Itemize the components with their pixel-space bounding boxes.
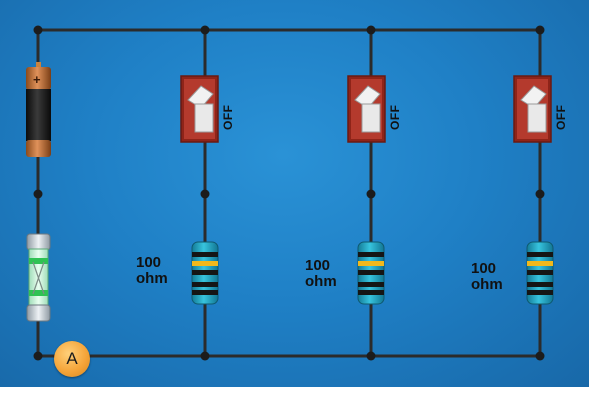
switch-1-state-label: OFF <box>221 104 235 131</box>
resistor-3-label: 100 ohm <box>471 261 503 293</box>
junction-nodes <box>33 25 545 361</box>
battery-plus-label: + <box>33 72 41 87</box>
resistor-1-label: 100 ohm <box>136 255 168 287</box>
switch-3-state-label: OFF <box>554 104 568 131</box>
switch-2[interactable] <box>347 75 386 143</box>
resistor-1-unit: ohm <box>136 270 168 287</box>
resistor-2-value: 100 <box>305 257 331 274</box>
resistor-2-unit: ohm <box>305 273 337 290</box>
switch-1[interactable] <box>180 75 219 143</box>
resistor-1[interactable] <box>191 241 219 305</box>
resistor-3-unit: ohm <box>471 276 503 293</box>
switch-2-state-label: OFF <box>388 104 402 131</box>
resistor-2-label: 100 ohm <box>305 258 337 290</box>
resistor-3[interactable] <box>526 241 554 305</box>
wires <box>36 28 542 358</box>
switch-3[interactable] <box>513 75 552 143</box>
resistor-2[interactable] <box>357 241 385 305</box>
fuse[interactable] <box>26 233 51 322</box>
resistor-3-value: 100 <box>471 260 497 277</box>
ammeter[interactable]: A <box>54 341 90 377</box>
board-bottom-strip <box>0 387 589 393</box>
battery[interactable] <box>26 62 51 157</box>
resistor-1-value: 100 <box>136 254 162 271</box>
